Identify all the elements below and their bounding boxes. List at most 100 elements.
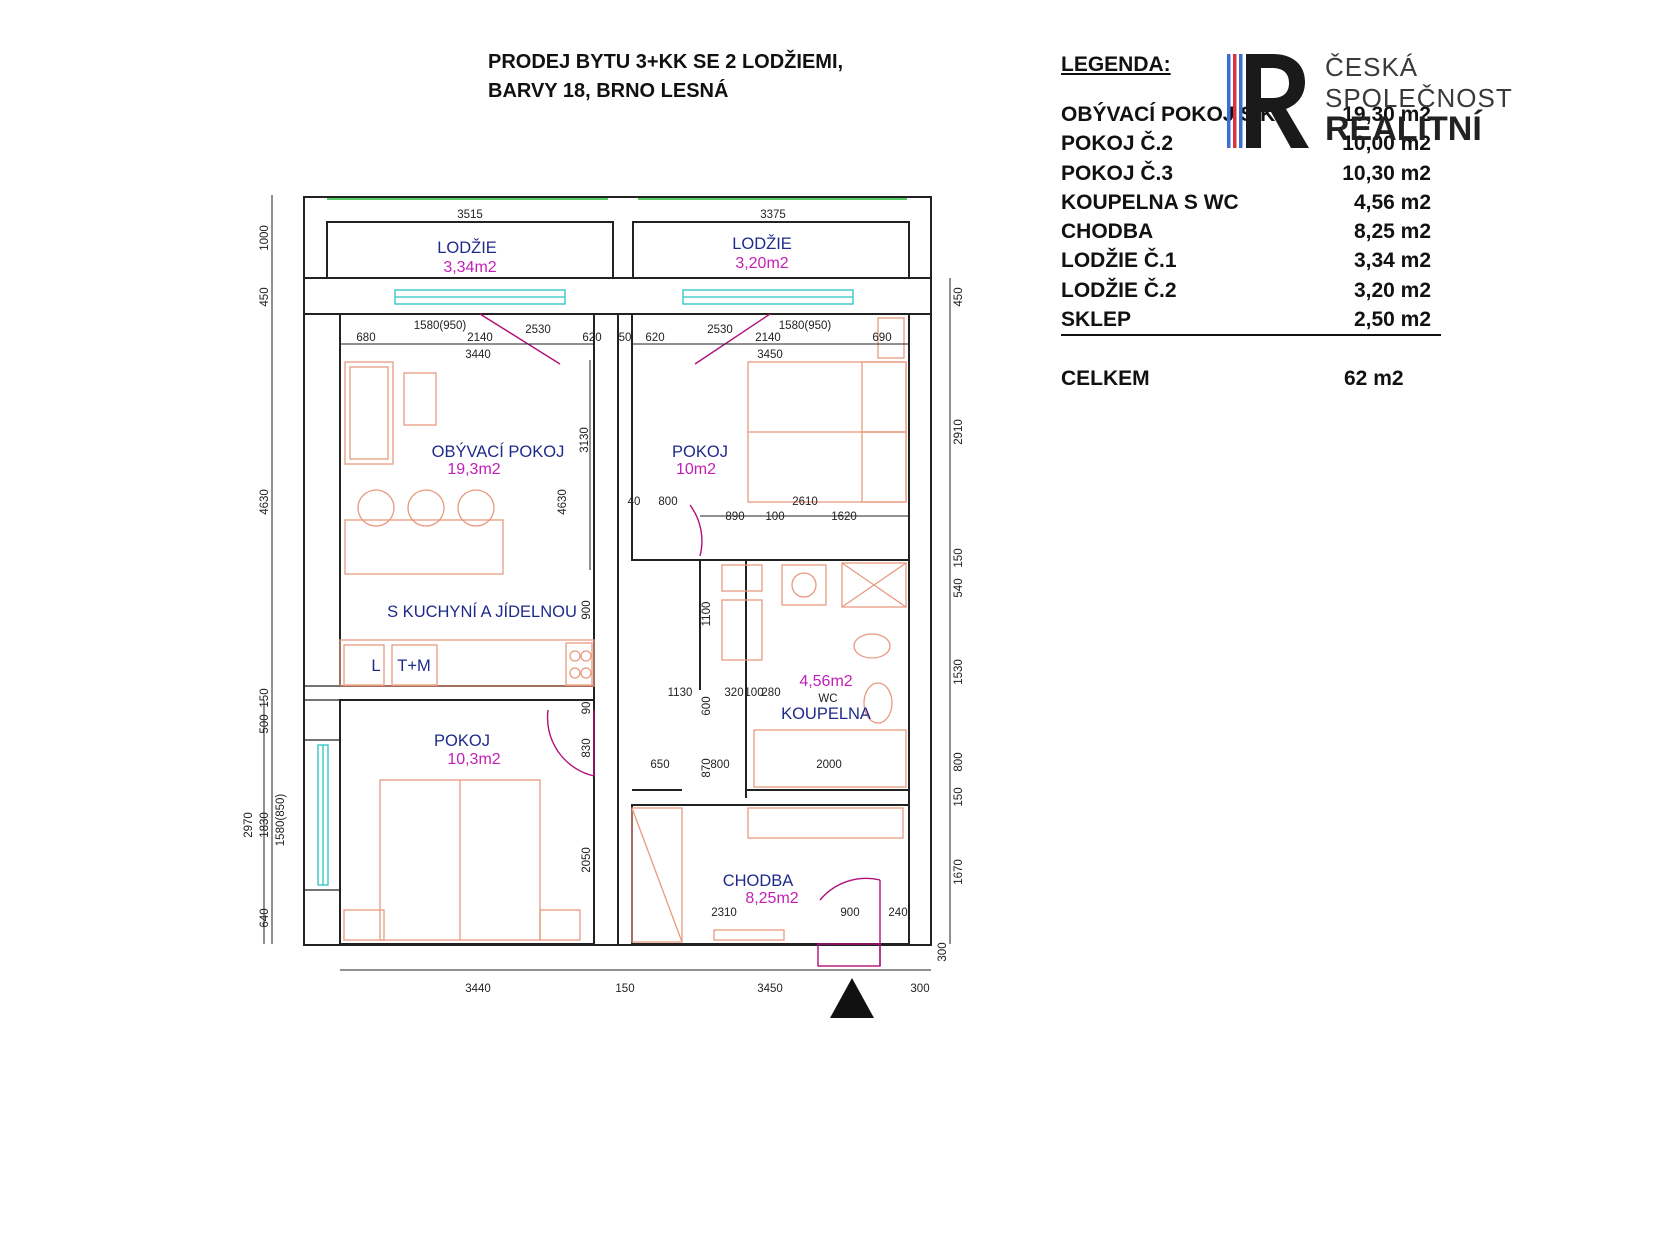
legend-value: 3,20 m2 — [1353, 278, 1431, 302]
dim-label: 1670 — [953, 859, 965, 885]
dim-label: 650 — [650, 759, 669, 771]
legend-total-value: 62 m2 — [1344, 367, 1404, 391]
dim-label: 1100 — [701, 602, 713, 627]
dim-label: 2140 — [467, 332, 493, 344]
room-label-wc: WC — [818, 693, 837, 705]
dim-label: 2050 — [581, 847, 593, 873]
dim-label: 300 — [910, 983, 929, 995]
dim-label: 3450 — [757, 349, 783, 361]
dim-label: 1580(950) — [779, 320, 832, 332]
legend-total: CELKEM 62 m2 — [1061, 364, 1441, 394]
legend-label: POKOJ Č.3 — [1061, 161, 1174, 185]
dim-label: 1580(950) — [414, 320, 467, 332]
legend-label: OBÝVACÍ POKOJ S K — [1061, 103, 1276, 126]
room-labels: LODŽIE 3,34m2 LODŽIE 3,20m2 OBÝVACÍ POKO… — [371, 234, 871, 907]
dim-label: 900 — [581, 600, 593, 619]
logo-line-1: ČESKÁ — [1325, 52, 1419, 82]
dim-label: 540 — [953, 578, 965, 597]
plan-title: PRODEJ BYTU 3+KK SE 2 LODŽIEMI, BARVY 18… — [488, 48, 1048, 106]
title-line-2: BARVY 18, BRNO LESNÁ — [488, 80, 729, 102]
dim-label: 40 — [628, 496, 641, 508]
legend-value: 2,50 m2 — [1353, 308, 1431, 332]
dim-label: 150 — [259, 688, 271, 707]
legend: LEGENDA: OBÝVACÍ POKOJ S K 19,30 m2 POKOJ… — [1061, 50, 1441, 394]
room-area-lodzie-2: 3,20m2 — [735, 255, 788, 272]
dim-label: 890 — [725, 511, 744, 523]
logo-line-3: REALITNÍ — [1325, 110, 1482, 148]
dimension-texts: 3515 3375 1000 450 450 4630 4630 3130 29… — [243, 209, 965, 995]
room-name-obyvaci: OBÝVACÍ POKOJ — [432, 442, 565, 461]
dim-label: 3375 — [760, 209, 786, 221]
dim-label: 800 — [953, 752, 965, 771]
room-name-koupelna: KOUPELNA — [781, 705, 871, 723]
legend-value: 4,56 m2 — [1353, 190, 1431, 214]
logo-text: ČESKÁ SPOLEČNOST REALITNÍ — [1325, 52, 1513, 148]
dim-label: 150 — [953, 548, 965, 567]
windows — [317, 198, 907, 886]
room-name-chodba: CHODBA — [723, 872, 794, 890]
dim-label: 50 — [619, 332, 632, 344]
dim-label: 3440 — [465, 983, 491, 995]
legend-value: 8,25 m2 — [1353, 220, 1431, 244]
dim-label: 1620 — [831, 511, 857, 523]
room-area-chodba: 8,25m2 — [745, 890, 798, 907]
legend-row: CHODBA 8,25 m2 — [1061, 217, 1441, 246]
legend-row: KOUPELNA S WC 4,56 m2 — [1061, 188, 1441, 217]
dim-label: 2000 — [816, 759, 842, 771]
dim-label: 800 — [658, 496, 677, 508]
dim-label: 2530 — [707, 324, 733, 336]
room-name-lodzie-1: LODŽIE — [437, 238, 497, 257]
legend-label: CHODBA — [1061, 220, 1154, 244]
dim-label: 1530 — [953, 659, 965, 685]
dim-label: 3450 — [757, 983, 783, 995]
dim-label: 1830 — [259, 812, 271, 838]
legend-label: POKOJ Č.2 — [1061, 132, 1174, 156]
dimension-lines — [263, 195, 951, 971]
dim-label: 620 — [645, 332, 664, 344]
dim-label: 4630 — [557, 489, 569, 515]
dim-label: 150 — [615, 983, 634, 995]
dim-label: 690 — [872, 332, 891, 344]
dim-label: 2310 — [711, 907, 737, 919]
legend-heading: LEGENDA: — [1061, 53, 1171, 76]
room-area-obyvaci: 19,3m2 — [447, 461, 500, 478]
logo-r-mark-icon — [1227, 54, 1309, 148]
dim-label: 640 — [259, 908, 271, 927]
dim-label: 450 — [259, 287, 271, 306]
dim-label: 320 — [724, 687, 743, 699]
dim-label: 830 — [581, 738, 593, 757]
doors — [546, 504, 881, 967]
legend-label: LODŽIE Č.1 — [1061, 249, 1177, 273]
legend-value: 19,30 m2 — [1342, 103, 1431, 126]
legend-label: KOUPELNA S WC — [1061, 190, 1239, 214]
dim-label: 2610 — [792, 496, 818, 508]
dim-label: 900 — [840, 907, 859, 919]
room-name-lodzie-2: LODŽIE — [732, 234, 792, 253]
room-name-kuchyne: S KUCHYNÍ A JÍDELNOU — [387, 602, 577, 621]
room-area-koupelna: 4,56m2 — [799, 673, 852, 690]
legend-row: POKOJ Č.2 10,00 m2 — [1061, 129, 1441, 158]
dim-label: 500 — [259, 714, 271, 733]
legend-total-label: CELKEM — [1061, 367, 1150, 391]
room-name-pokoj-3: POKOJ — [434, 732, 490, 750]
kitchen-label-tm: T+M — [397, 657, 430, 675]
dim-label: 100 — [765, 511, 784, 523]
dim-label: 1000 — [259, 225, 271, 251]
dim-label: 450 — [953, 287, 965, 306]
dim-label: 1130 — [668, 687, 693, 699]
north-arrow-icon — [830, 978, 874, 1018]
dim-label: 3130 — [579, 427, 591, 453]
legend-value: 10,00 m2 — [1342, 132, 1431, 156]
dim-label: 600 — [701, 696, 713, 715]
dim-label: 800 — [710, 759, 729, 771]
logo-line-2: SPOLEČNOST — [1325, 83, 1513, 113]
dim-label: 4630 — [259, 489, 271, 515]
room-area-pokoj-3: 10,3m2 — [447, 751, 500, 768]
legend-row: OBÝVACÍ POKOJ S K 19,30 m2 — [1061, 100, 1441, 129]
dim-label: 2910 — [953, 419, 965, 445]
dim-label: 240 — [888, 907, 907, 919]
